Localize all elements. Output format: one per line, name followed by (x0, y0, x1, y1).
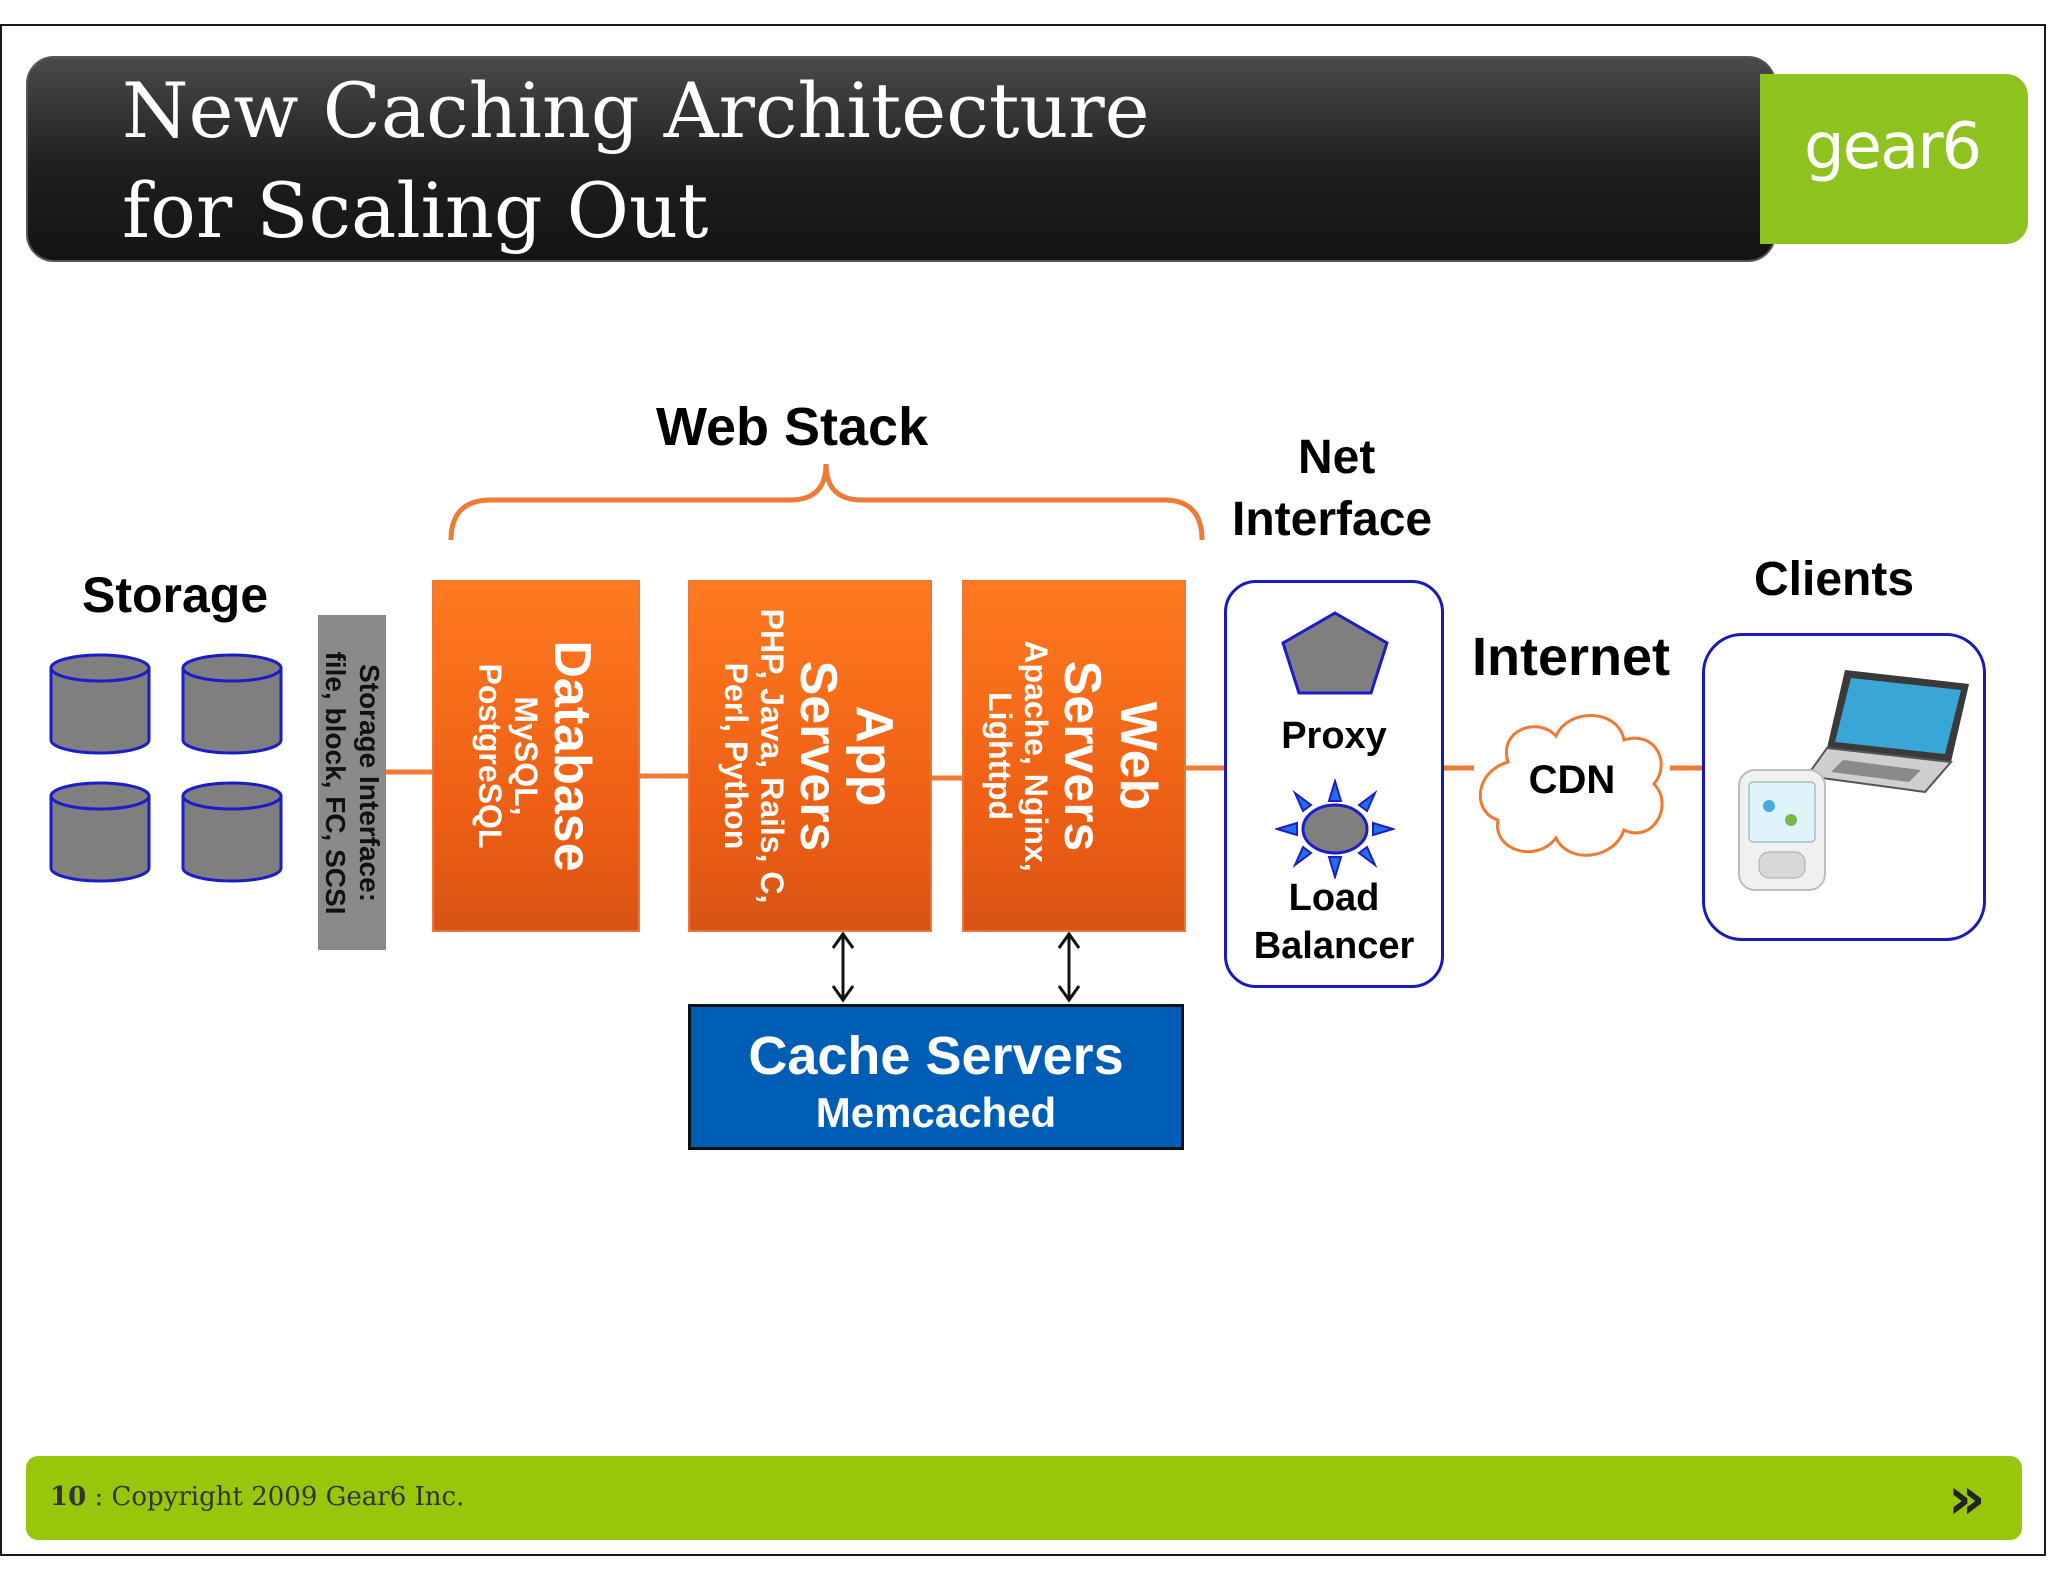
internet-label: Internet (1472, 627, 1671, 687)
load-balancer-star-icon (1275, 779, 1395, 879)
proxy-pentagon-icon (1281, 611, 1389, 695)
database-title: Database (543, 640, 601, 872)
database-sub2: PostgreSQL (472, 663, 508, 849)
database-box: Database MySQL, PostgreSQL (432, 580, 640, 932)
web-stack-label: Web Stack (656, 397, 929, 457)
app-servers-box: App Servers PHP, Java, Rails, C, Perl, P… (688, 580, 932, 932)
web-servers-sub1: Apache, Nginx, (1018, 640, 1054, 872)
web-servers-sub2: Lighttpd (982, 692, 1018, 820)
gear6-logo: gear6 (1804, 110, 1982, 184)
footer-copyright: 10 : Copyright 2009 Gear6 Inc. (50, 1482, 464, 1512)
phone-icon (1738, 769, 1826, 891)
cdn-label: CDN (1528, 758, 1616, 802)
laptop-icon (1805, 670, 1969, 794)
footer-page-number: 10 (50, 1482, 87, 1512)
next-arrows-icon[interactable]: » (1948, 1464, 1986, 1532)
slide-title-line2: for Scaling Out (122, 166, 709, 255)
title-bar (26, 56, 1776, 262)
web-servers-title1: Web (1109, 701, 1167, 811)
clients-box (1702, 633, 1986, 941)
disk-icon (181, 781, 283, 883)
app-servers-title1: App (845, 705, 903, 807)
cache-servers-box: Cache Servers Memcached (688, 1004, 1184, 1150)
storage-interface-box: Storage Interface: file, block, FC, SCSI (318, 615, 386, 950)
storage-disks (49, 653, 283, 883)
storage-interface-title: Storage Interface: (354, 663, 385, 902)
footer-bar (26, 1456, 2022, 1540)
cache-servers-sub: Memcached (815, 1089, 1057, 1136)
load-balancer-label2: Balancer (1253, 925, 1415, 967)
web-servers-box: Web Servers Apache, Nginx, Lighttpd (962, 580, 1186, 932)
database-sub1: MySQL, (508, 696, 544, 816)
net-interface-box: Proxy Load Balancer (1224, 580, 1444, 988)
web-stack-brace (448, 463, 1205, 541)
net-label-line2: Interface (1232, 493, 1433, 546)
app-servers-sub1: PHP, Java, Rails, C, (754, 608, 790, 904)
slide-title-line1: New Caching Architecture (122, 66, 1150, 155)
disk-icon (49, 781, 151, 883)
slide-frame (0, 24, 2046, 1556)
disk-icon (49, 653, 151, 755)
net-label-line1: Net (1298, 431, 1376, 484)
storage-interface-sub: file, block, FC, SCSI (320, 651, 351, 914)
footer-copyright-text: : Copyright 2009 Gear6 Inc. (86, 1482, 465, 1512)
load-balancer-label1: Load (1288, 877, 1380, 919)
web-servers-title2: Servers (1053, 660, 1111, 852)
storage-label: Storage (82, 567, 269, 623)
logo-box (1760, 74, 2028, 244)
disk-icon (181, 653, 283, 755)
cache-servers-title: Cache Servers (748, 1026, 1124, 1086)
proxy-label: Proxy (1281, 715, 1387, 757)
app-servers-title2: Servers (789, 660, 847, 852)
app-servers-sub2: Perl, Python (718, 662, 754, 850)
clients-label: Clients (1754, 553, 1915, 606)
cloud-icon (1478, 714, 1664, 857)
